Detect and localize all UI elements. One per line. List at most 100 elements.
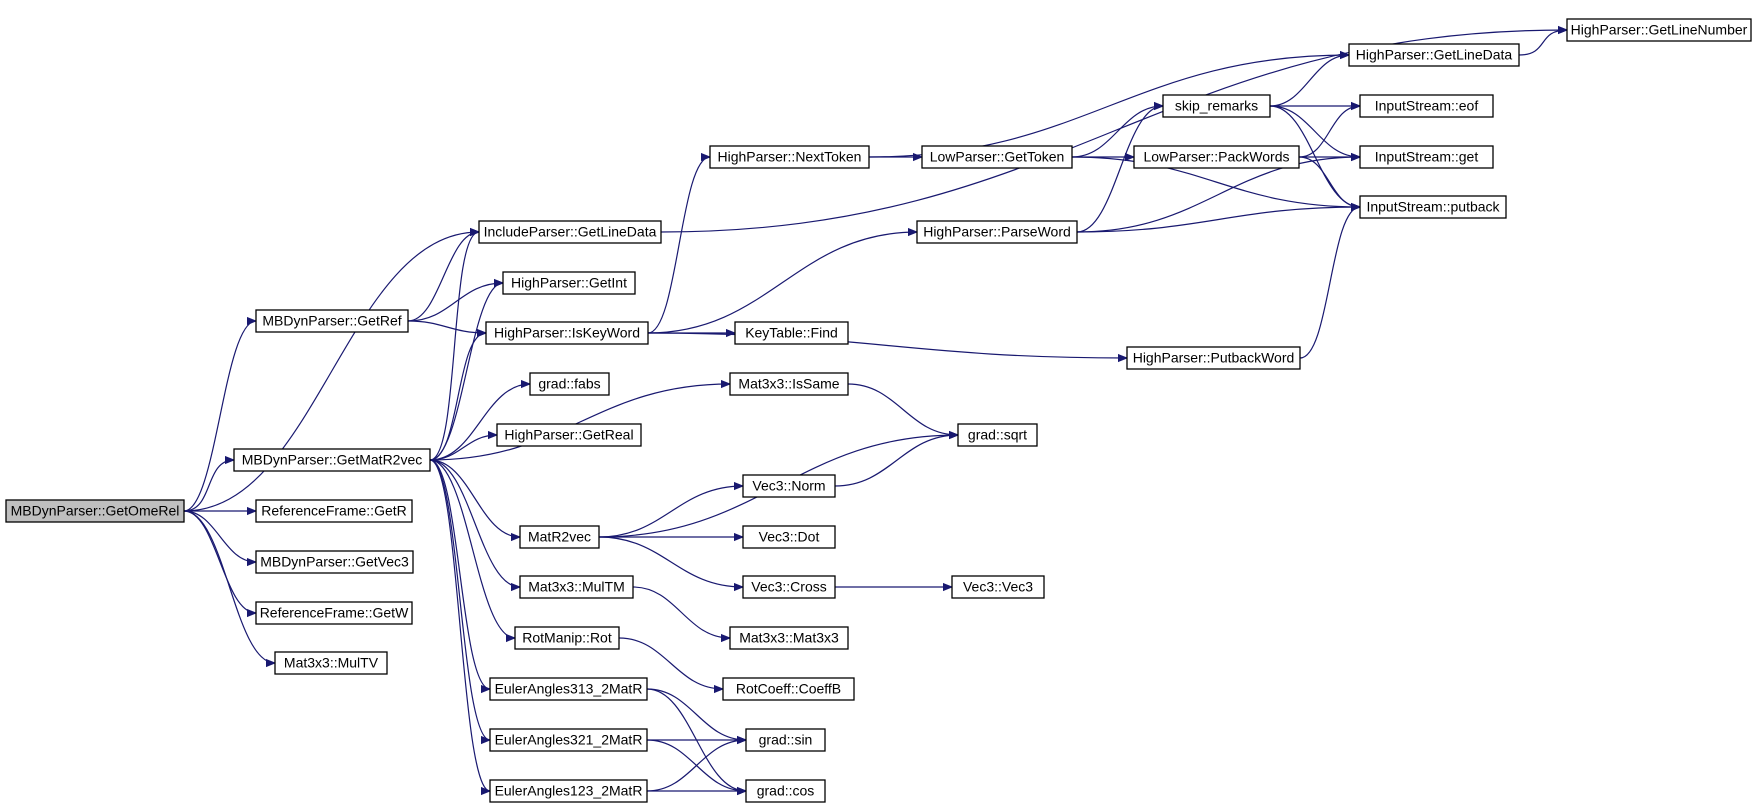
node-box <box>734 321 849 345</box>
node-getref[interactable]: MBDynParser::GetRef <box>255 309 409 333</box>
node-box <box>5 499 185 523</box>
node-label: RotManip::Rot <box>522 630 612 646</box>
edge-getomerel-to-multv <box>183 510 275 663</box>
node-label: KeyTable::Find <box>745 325 838 341</box>
edge-path <box>429 459 491 740</box>
node-mat3x3[interactable]: Mat3x3::Mat3x3 <box>729 626 849 650</box>
edge-path <box>660 30 1567 233</box>
node-box <box>255 550 414 574</box>
node-matr2vec[interactable]: MatR2vec <box>519 525 600 549</box>
node-rf-getw[interactable]: ReferenceFrame::GetW <box>255 601 413 625</box>
node-cos[interactable]: grad::cos <box>745 779 826 803</box>
node-rf-getr[interactable]: ReferenceFrame::GetR <box>255 499 413 523</box>
node-is-get[interactable]: InputStream::get <box>1359 145 1494 169</box>
node-ea321[interactable]: EulerAngles321_2MatR <box>489 728 648 752</box>
node-getvec3[interactable]: MBDynParser::GetVec3 <box>255 550 414 574</box>
node-issame[interactable]: Mat3x3::IsSame <box>729 372 849 396</box>
edge-getmatr2vec-to-matr2vec <box>429 459 520 537</box>
edge-hp_parseword-to-skip_remarks <box>1076 106 1163 233</box>
edge-path <box>1076 157 1360 233</box>
node-norm[interactable]: Vec3::Norm <box>742 474 836 498</box>
node-label: skip_remarks <box>1175 98 1258 114</box>
node-label: LowParser::PackWords <box>1143 149 1289 165</box>
node-box <box>722 677 855 701</box>
node-label: MBDynParser::GetMatR2vec <box>242 452 423 468</box>
node-label: MBDynParser::GetVec3 <box>260 554 409 570</box>
node-label: MBDynParser::GetOmeRel <box>11 503 180 519</box>
edge-getmatr2vec-to-rot <box>429 459 516 638</box>
node-box <box>519 575 634 599</box>
node-label: InputStream::get <box>1375 149 1479 165</box>
node-is-putback[interactable]: InputStream::putback <box>1359 195 1507 219</box>
node-dot[interactable]: Vec3::Dot <box>742 525 836 549</box>
node-box <box>485 321 649 345</box>
node-label: HighParser::GetLineNumber <box>1571 22 1748 38</box>
node-rot[interactable]: RotManip::Rot <box>514 626 620 650</box>
node-fabs[interactable]: grad::fabs <box>529 372 610 396</box>
node-is-eof[interactable]: InputStream::eof <box>1359 94 1494 118</box>
node-label: HighParser::GetInt <box>511 275 627 291</box>
edge-path <box>1298 156 1360 207</box>
edge-norm-to-sqrt <box>834 435 958 487</box>
edge-lp_packwords-to-is_putback <box>1298 156 1360 207</box>
node-ea313[interactable]: EulerAngles313_2MatR <box>489 677 648 701</box>
edge-path <box>407 232 480 322</box>
node-multm[interactable]: Mat3x3::MulTM <box>519 575 634 599</box>
edge-hp_iskeyword-to-hp_nexttoken <box>647 157 711 334</box>
edge-path <box>183 510 257 613</box>
edge-skip_remarks-to-is_get <box>1269 105 1360 157</box>
node-cross[interactable]: Vec3::Cross <box>742 575 836 599</box>
node-hp-nexttoken[interactable]: HighParser::NextToken <box>709 145 870 169</box>
edge-path <box>183 510 275 663</box>
node-box <box>742 575 836 599</box>
node-sin[interactable]: grad::sin <box>745 728 826 752</box>
edge-getmatr2vec-to-inc_getlinedata <box>429 232 480 461</box>
node-inc-getlinedata[interactable]: IncludeParser::GetLineData <box>478 220 662 244</box>
node-label: HighParser::NextToken <box>718 149 862 165</box>
node-hp-putbackword[interactable]: HighParser::PutbackWord <box>1126 346 1301 370</box>
edge-path <box>646 740 746 792</box>
edge-path <box>183 510 256 562</box>
edge-getomerel-to-inc_getlinedata <box>183 232 479 512</box>
edge-path <box>429 459 516 638</box>
node-hp-getint[interactable]: HighParser::GetInt <box>502 271 636 295</box>
node-hp-getlinedata[interactable]: HighParser::GetLineData <box>1348 43 1520 67</box>
node-coeffb[interactable]: RotCoeff::CoeffB <box>722 677 855 701</box>
edge-path <box>429 384 530 461</box>
node-skip-remarks[interactable]: skip_remarks <box>1162 94 1271 118</box>
node-box <box>489 677 648 701</box>
node-box <box>478 220 662 244</box>
edge-path <box>647 232 917 334</box>
node-box <box>514 626 620 650</box>
node-sqrt[interactable]: grad::sqrt <box>957 423 1038 447</box>
edge-path <box>646 688 746 740</box>
edge-getomerel-to-rf_getw <box>183 510 257 613</box>
edge-path <box>1298 106 1360 158</box>
node-hp-getreal[interactable]: HighParser::GetReal <box>496 423 642 447</box>
node-label: HighParser::PutbackWord <box>1133 350 1295 366</box>
node-vec3[interactable]: Vec3::Vec3 <box>951 575 1045 599</box>
edge-matr2vec-to-norm <box>598 486 743 538</box>
node-label: Mat3x3::MulTV <box>284 655 379 671</box>
node-lp-packwords[interactable]: LowParser::PackWords <box>1133 145 1300 169</box>
node-multv[interactable]: Mat3x3::MulTV <box>274 651 388 675</box>
edge-path <box>429 333 487 461</box>
node-label: InputStream::eof <box>1375 98 1479 114</box>
node-label: HighParser::ParseWord <box>923 224 1071 240</box>
node-lp-gettoken[interactable]: LowParser::GetToken <box>921 145 1073 169</box>
node-box <box>233 448 431 472</box>
node-hp-parseword[interactable]: HighParser::ParseWord <box>916 220 1078 244</box>
node-label: EulerAngles123_2MatR <box>495 783 643 799</box>
edge-hp_iskeyword-to-hp_parseword <box>647 232 917 334</box>
node-keytable-find[interactable]: KeyTable::Find <box>734 321 849 345</box>
node-getomerel[interactable]: MBDynParser::GetOmeRel <box>5 499 185 523</box>
node-label: MatR2vec <box>528 529 591 545</box>
node-getmatr2vec[interactable]: MBDynParser::GetMatR2vec <box>233 448 431 472</box>
edge-path <box>429 384 730 461</box>
edge-path <box>834 435 958 487</box>
node-ea123[interactable]: EulerAngles123_2MatR <box>489 779 648 803</box>
node-hp-getlinenumber[interactable]: HighParser::GetLineNumber <box>1566 18 1752 42</box>
node-hp-iskeyword[interactable]: HighParser::IsKeyWord <box>485 321 649 345</box>
node-label: RotCoeff::CoeffB <box>736 681 841 697</box>
